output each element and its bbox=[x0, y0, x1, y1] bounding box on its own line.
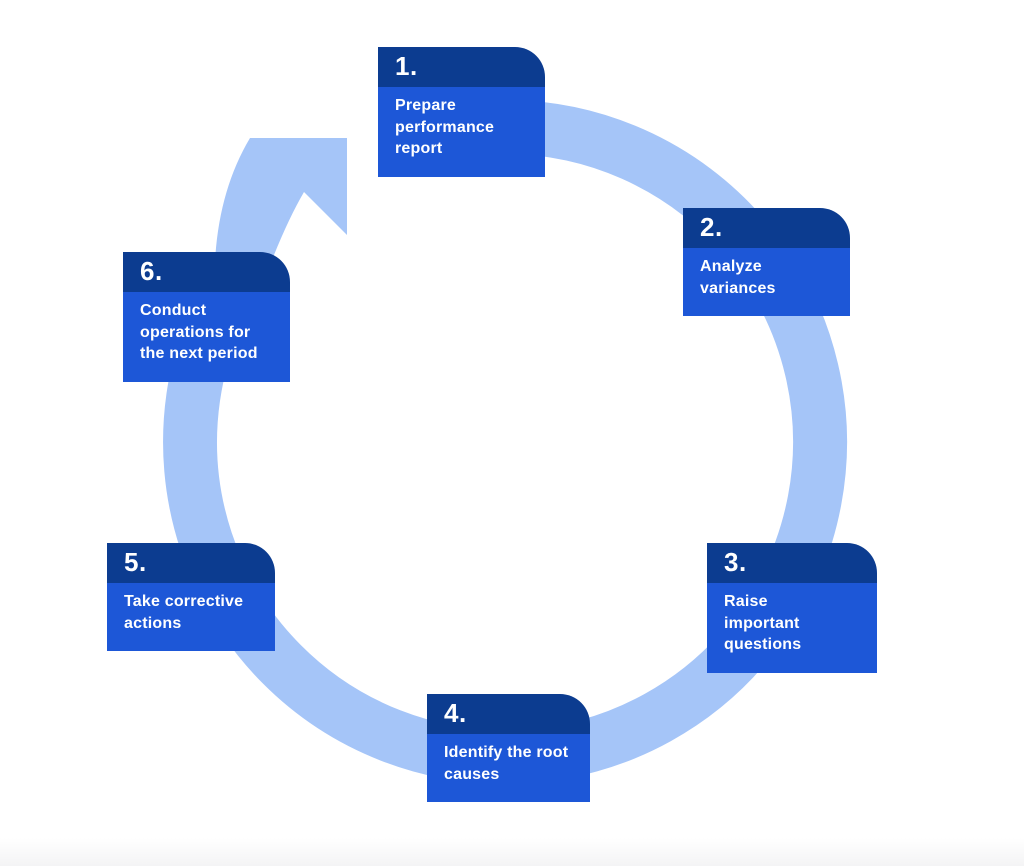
step-number: 4. bbox=[444, 698, 467, 728]
step-5-header: 5. bbox=[107, 543, 275, 583]
step-label: Raise important questions bbox=[707, 583, 877, 673]
step-label: Take corrective actions bbox=[107, 583, 275, 651]
step-3-header: 3. bbox=[707, 543, 877, 583]
step-6-header: 6. bbox=[123, 252, 290, 292]
cycle-arrow-head bbox=[215, 138, 347, 289]
step-card-1: 1. Prepare performance report bbox=[378, 47, 545, 177]
step-2-header: 2. bbox=[683, 208, 850, 248]
step-card-4: 4. Identify the root causes bbox=[427, 694, 590, 802]
step-number: 3. bbox=[724, 547, 747, 577]
step-label: Conduct operations for the next period bbox=[123, 292, 290, 382]
step-card-2: 2. Analyze variances bbox=[683, 208, 850, 316]
step-card-3: 3. Raise important questions bbox=[707, 543, 877, 673]
step-card-5: 5. Take corrective actions bbox=[107, 543, 275, 651]
step-1-header: 1. bbox=[378, 47, 545, 87]
step-label: Identify the root causes bbox=[427, 734, 590, 802]
step-number: 6. bbox=[140, 256, 163, 286]
step-number: 2. bbox=[700, 212, 723, 242]
step-label: Prepare performance report bbox=[378, 87, 545, 177]
step-number: 5. bbox=[124, 547, 147, 577]
step-4-header: 4. bbox=[427, 694, 590, 734]
step-label: Analyze variances bbox=[683, 248, 850, 316]
step-number: 1. bbox=[395, 51, 418, 81]
step-card-6: 6. Conduct operations for the next perio… bbox=[123, 252, 290, 382]
